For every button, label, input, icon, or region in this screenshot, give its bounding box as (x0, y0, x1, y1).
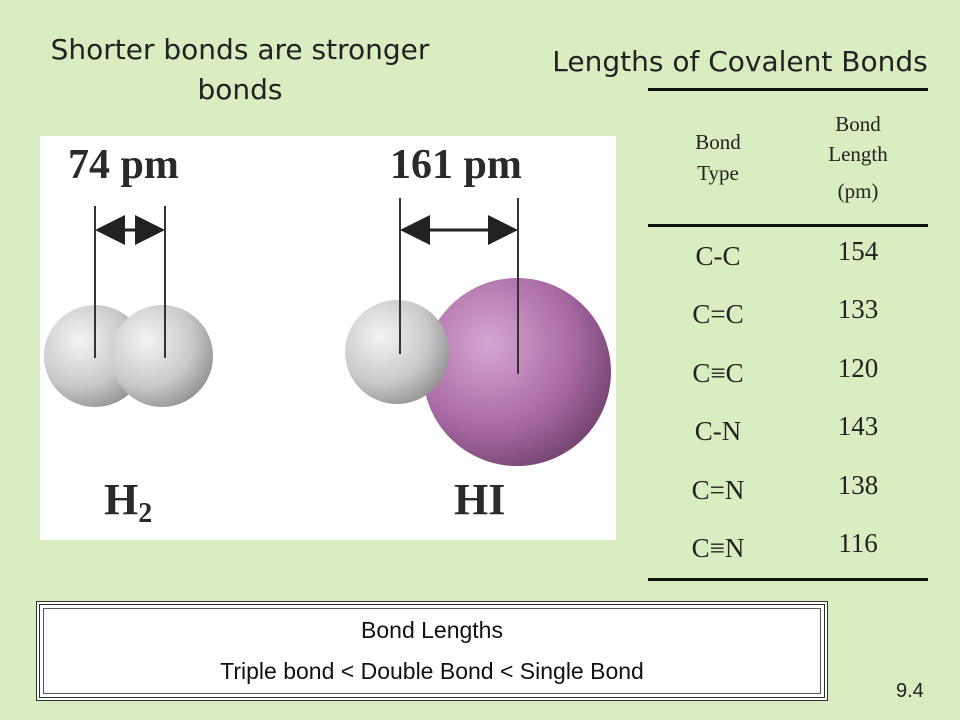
table-row: C=C 133 (648, 286, 928, 345)
summary-text: Triple bond < Double Bond < Single Bond (220, 658, 644, 684)
bond-length-figure: 74 pm 161 pm H2 HI (40, 136, 616, 540)
left-heading: Shorter bonds are stronger bonds (20, 30, 460, 110)
table-row: C-C 154 (648, 227, 928, 286)
bond-type-cell: C-C (695, 240, 741, 271)
summary-title: Bond Lengths (361, 617, 503, 643)
left-heading-line2: bonds (197, 73, 283, 106)
header-bond-type: Bond Type (648, 91, 788, 224)
header-bond-length-line1: Bond (835, 111, 881, 136)
bond-length-cell: 133 (837, 294, 879, 325)
left-heading-line1: Shorter bonds are stronger (50, 33, 430, 66)
slide-number: 9.4 (896, 680, 924, 702)
bond-length-cell: 120 (837, 352, 879, 383)
table-header: Bond Type Bond Length (pm) (648, 91, 928, 227)
bond-length-cell: 116 (838, 528, 878, 559)
header-bond-type-line2: Type (697, 160, 739, 185)
header-bond-length-line2: Length (828, 142, 888, 167)
bond-length-cell: 138 (837, 469, 879, 500)
bond-length-table: Bond Type Bond Length (pm) C-C 154 C=C 1… (648, 88, 928, 581)
bond-type-cell: C≡N (691, 533, 745, 564)
table-row: C≡N 116 (648, 520, 928, 579)
table-body: C-C 154 C=C 133 C≡C 120 C-N 143 C=N 138 … (648, 227, 928, 578)
table-row: C-N 143 (648, 403, 928, 462)
hydrogen-atom-hi (345, 300, 449, 404)
bond-type-cell: C≡C (692, 357, 744, 388)
bond-type-cell: C=C (692, 299, 744, 330)
h2-distance-label: 74 pm (68, 142, 179, 188)
h2-label-subscript: 2 (138, 498, 152, 529)
h2-label-h: H (104, 475, 138, 524)
header-bond-type-line1: Bond (695, 130, 741, 155)
hydrogen-atom-right (111, 305, 213, 407)
bond-type-cell: C-N (694, 416, 742, 447)
summary-box: Bond Lengths Triple bond < Double Bond <… (36, 601, 828, 701)
bond-type-cell: C=N (691, 474, 745, 505)
table-row: C≡C 120 (648, 344, 928, 403)
hi-distance-label: 161 pm (390, 142, 522, 188)
header-bond-length: Bond Length (pm) (788, 91, 928, 224)
hi-label: HI (454, 475, 505, 524)
header-bond-length-line3: (pm) (837, 178, 879, 203)
table-row: C=N 138 (648, 461, 928, 520)
bond-length-cell: 143 (837, 411, 879, 442)
h2-label: H2 (104, 475, 152, 529)
table-heading: Lengths of Covalent Bonds (552, 45, 928, 78)
bond-length-cell: 154 (837, 235, 879, 266)
molecule-diagram: 74 pm 161 pm H2 HI (44, 142, 611, 529)
